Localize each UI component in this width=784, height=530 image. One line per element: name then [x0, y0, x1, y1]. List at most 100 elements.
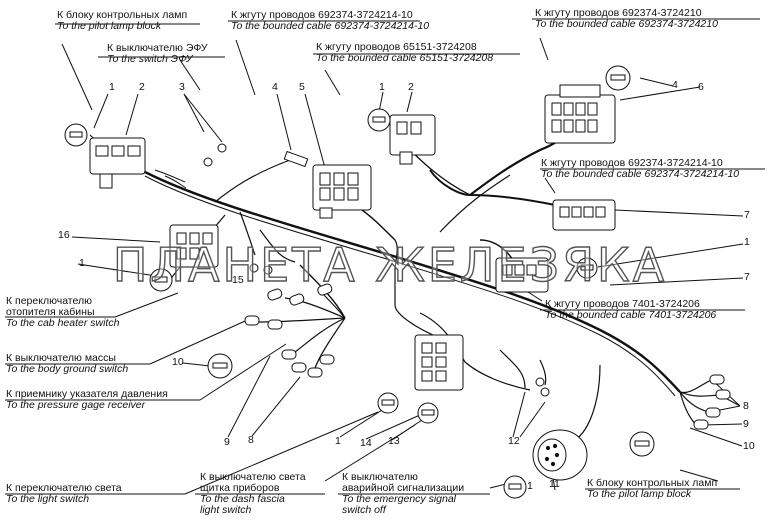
callout-number: 13 — [388, 435, 400, 447]
callout-number: 4 — [672, 79, 678, 91]
callout-number: 1 — [109, 81, 115, 93]
callout-number: 1 — [335, 435, 341, 447]
label-harness-65151: К жгуту проводов 65151-3724208 To the bo… — [316, 41, 494, 64]
callout-number: 1 — [527, 480, 533, 492]
connector-block-2-mid — [389, 114, 436, 165]
leader-line — [227, 355, 271, 438]
connector-block-6 — [544, 84, 616, 144]
callout-number: 11 — [549, 478, 560, 490]
harness-branch — [394, 239, 441, 339]
harness-branch — [429, 169, 556, 206]
harness-branch — [574, 364, 601, 441]
leader-line — [544, 177, 556, 194]
leader-line — [251, 376, 301, 437]
leader-line — [199, 343, 287, 401]
leader-line — [609, 277, 744, 286]
callout-number: 7 — [744, 209, 750, 221]
callout-number: 1 — [744, 236, 750, 248]
callout-number: 14 — [360, 437, 372, 449]
leader-line — [71, 236, 161, 243]
callout-number: 10 — [172, 356, 184, 368]
connector-block-7-upper — [552, 199, 616, 231]
label-light-switch: К переключателю света To the light switc… — [6, 482, 122, 505]
label-pilot-lamp-top: К блоку контрольных ламп To the pilot la… — [57, 9, 188, 32]
harness-branch — [154, 169, 187, 189]
leader-line — [324, 69, 341, 96]
bullet-terminal — [244, 283, 731, 430]
leader-line — [235, 39, 256, 96]
terminal-callout — [64, 65, 655, 499]
connector-block-5 — [312, 164, 372, 219]
leader-line — [276, 93, 292, 151]
leader-line — [614, 209, 744, 217]
callout-number: 1 — [79, 257, 85, 269]
leader-line — [179, 59, 201, 91]
leader-line — [182, 362, 211, 367]
callout-number: 4 — [272, 81, 278, 93]
label-pressure-gage: К приемнику указателя давления To the pr… — [6, 388, 168, 411]
label-ground-switch: К выключателю массы To the body ground s… — [6, 352, 129, 375]
leader-line — [406, 91, 413, 113]
callout-number: 2 — [139, 81, 145, 93]
label-harness-692374-3724214-10-top: К жгуту проводов 692374-3724214-10 To th… — [231, 9, 430, 32]
harness-branch — [254, 287, 346, 369]
leader-line — [597, 243, 744, 268]
harness-branch — [419, 312, 531, 391]
leader-line — [552, 477, 556, 491]
harness-branch — [239, 211, 256, 256]
callout-number: 7 — [744, 271, 750, 283]
ring-terminal — [203, 143, 550, 397]
leader-line — [365, 414, 421, 440]
harness-branch — [499, 349, 526, 389]
leader-line — [93, 93, 109, 129]
callout-number: 1 — [379, 81, 385, 93]
callout-number: 2 — [408, 81, 414, 93]
label-pilot-lamp-bottom: К блоку контрольных ламп To the pilot la… — [587, 477, 718, 500]
leader-line — [125, 93, 139, 136]
harness-branch — [214, 159, 291, 203]
leader-line — [689, 427, 743, 447]
leader-line — [539, 37, 549, 61]
harness-trunk — [144, 175, 676, 397]
watermark: ПЛАНЕТА ЖЕЛЕЗЯКА — [112, 237, 668, 292]
leader-line — [527, 291, 543, 302]
label-efu-switch: К выключателю ЭФУ To the switch ЭФУ — [107, 42, 208, 65]
leader-line — [702, 423, 743, 426]
leader-line — [183, 93, 223, 143]
harness-branch — [259, 229, 296, 263]
callout-number: 10 — [743, 440, 755, 452]
leader-line — [77, 263, 157, 277]
callout-number: 8 — [248, 434, 254, 446]
harness-branch — [539, 359, 547, 386]
connector-block-bottom-center — [414, 334, 464, 391]
leader-line — [339, 409, 383, 438]
leader-line — [512, 391, 526, 438]
leader-line — [183, 93, 205, 133]
leader-line — [304, 93, 326, 169]
connector-block-7-lower — [495, 257, 549, 293]
harness-branch — [679, 377, 721, 426]
label-harness-692374-3724210: К жгуту проводов 692374-3724210 To the b… — [535, 7, 718, 30]
leader-line — [114, 292, 179, 318]
callout-number: 6 — [698, 81, 704, 93]
label-cab-heater: К переключателю отопителя кабины To the … — [6, 295, 120, 329]
harness-trunk — [144, 170, 681, 393]
callout-number: 5 — [299, 81, 305, 93]
connector-block-16 — [169, 224, 219, 268]
callout-number: 8 — [743, 400, 749, 412]
leader-line — [61, 43, 93, 111]
callout-number: 9 — [743, 418, 749, 430]
label-harness-7401: К жгуту проводов 7401-3724206 To the bou… — [545, 298, 717, 321]
leader-line — [619, 86, 701, 101]
leader-line — [679, 469, 719, 482]
leader-line — [149, 316, 255, 365]
callout-number: 16 — [58, 229, 70, 241]
label-emergency: К выключателю аварийной сигнализации To … — [342, 471, 465, 516]
callout-number: 12 — [508, 435, 520, 447]
callout-number: 9 — [224, 436, 230, 448]
callout-number: 15 — [232, 274, 244, 286]
label-harness-692374-3724214-10-right: К жгуту проводов 692374-3724214-10 To th… — [541, 157, 740, 180]
leader-line — [639, 77, 674, 87]
round-connector-11 — [532, 429, 588, 481]
